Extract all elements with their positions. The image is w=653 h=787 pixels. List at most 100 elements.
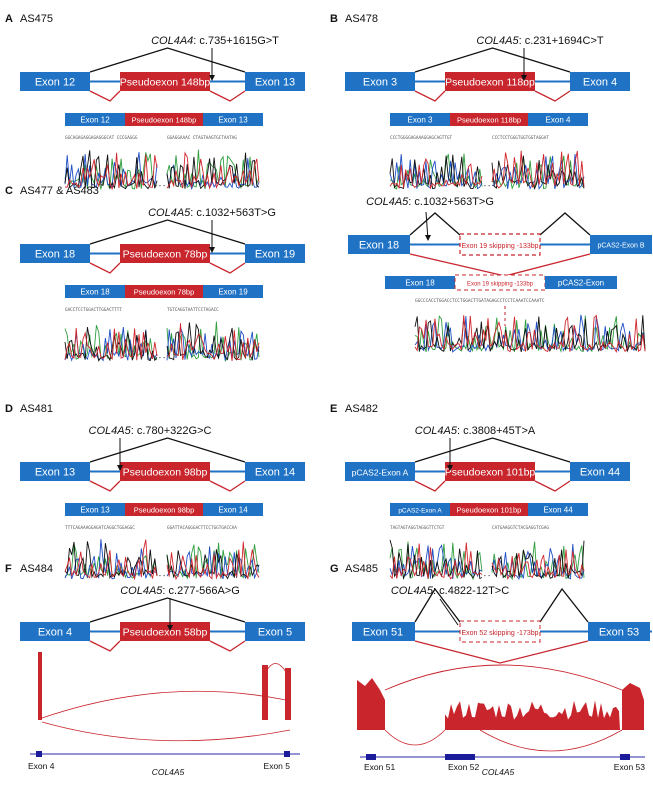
exon-left (20, 462, 90, 481)
skip-splice-line (409, 253, 591, 277)
trace-0 (389, 541, 483, 581)
sequence: GGCCCACCTGGACCTCCTGGACTTGATAGAGCCTCCTCAA… (415, 298, 545, 304)
pseudo-splice-right (209, 640, 246, 652)
cdna-pseudoexon-label: Pseudoexon 78bp (134, 288, 194, 297)
trace-2 (414, 315, 646, 353)
pseudo-splice-left (414, 90, 446, 102)
skipped-exon-box (459, 620, 541, 643)
pseudoexon (120, 622, 210, 641)
pseudoexon-label: Pseudoexon 98bp (123, 467, 208, 479)
track-label-51: Exon 51 (364, 762, 395, 772)
variant-label: COL4A5: c.780+322G>C (89, 425, 212, 437)
exon-left-label: Exon 12 (35, 77, 75, 89)
pseudo-splice-right (209, 262, 246, 274)
pseudo-splice-left (89, 90, 121, 102)
cdna-exon-right-label: Exon 19 (218, 288, 248, 297)
exon-left (20, 244, 90, 263)
cdna-exon-left (65, 503, 125, 516)
exon-right (570, 462, 630, 481)
sequence-left: GACCTCCTGGACTTGGACTTTT (65, 307, 122, 313)
sequence-left: TTTCAGAAAGGAGATCAGGCTGGAGGC (65, 525, 135, 531)
cdna-exon-left-label: pCAS2-Exon A (398, 508, 442, 515)
exon-left-label: Exon 18 (35, 249, 75, 261)
canonical-splice-line (89, 437, 246, 463)
sample-id: AS485 (345, 563, 378, 575)
pseudoexon (120, 72, 210, 91)
cdna-exon-left-label: Exon 18 (405, 279, 435, 288)
pseudoexon (445, 72, 535, 91)
panel-letter: B (330, 13, 338, 25)
variant-arrowhead (425, 235, 431, 241)
gene-name: COL4A5 (120, 585, 163, 597)
sample-id: AS481 (20, 403, 53, 415)
trace-3 (64, 152, 158, 191)
coverage-exon5 (285, 668, 291, 720)
cdna-pseudoexon-label: Pseudoexon 101bp (457, 506, 522, 515)
track-gene: COL4A5 (152, 767, 185, 777)
gene-exon-52 (445, 754, 475, 760)
variant-label: COL4A4: c.735+1615G>T (151, 35, 279, 47)
cdna-exon-right-label: Exon 13 (218, 116, 248, 125)
exon-left-label: Exon 13 (35, 467, 75, 479)
exon-53 (588, 622, 650, 641)
skip-label: Exon 52 skipping -173bp (461, 630, 538, 637)
trace-3 (64, 327, 158, 361)
cdna-exon-18 (385, 276, 455, 289)
pseudoexon-label: Pseudoexon 101bp (445, 467, 536, 479)
cdna-exon-right-label: Exon 44 (543, 506, 573, 515)
cdna-exon-right (203, 503, 263, 516)
panel-letter: G (330, 563, 339, 575)
trace-2 (64, 541, 158, 580)
cdna-pseudoexon-label: Pseudoexon 98bp (134, 506, 194, 515)
panel-letter: E (330, 403, 337, 415)
trace-3 (389, 542, 483, 580)
gene-name: COL4A5 (89, 425, 132, 437)
trace-1 (166, 326, 260, 361)
exon-left-label: Exon 3 (363, 77, 397, 89)
pseudo-splice-left (89, 262, 121, 274)
cdna-pseudoexon (125, 285, 203, 298)
trace-2 (166, 549, 260, 580)
pseudo-splice-left (414, 480, 446, 492)
exon-right-label: Exon 19 (255, 249, 295, 261)
variant-text: : c.3808+45T>A (457, 425, 536, 437)
gene-name: COL4A5 (415, 425, 458, 437)
exon-right-label: Exon 14 (255, 467, 295, 479)
gene-name: COL4A5 (366, 196, 409, 208)
variant-text: : c.231+1694C>T (519, 35, 604, 47)
exon-right (245, 72, 305, 91)
pseudo-splice-left (89, 480, 121, 492)
exon-right-label: pCAS2-Exon B (597, 243, 644, 250)
gene-exon-53 (620, 754, 630, 760)
gene-exon-4 (36, 751, 42, 757)
cdna-exon-left-label: Exon 12 (80, 116, 110, 125)
trace-3 (414, 314, 646, 354)
exon-left-label: Exon 4 (38, 627, 72, 639)
variant-arrowhead (209, 75, 215, 81)
exon-18 (348, 235, 410, 254)
track-label-right: Exon 5 (264, 761, 291, 771)
cdna-exon-left-label: Exon 18 (80, 288, 110, 297)
variant-text: : c.1032+563T>G (408, 196, 494, 208)
trace-3 (64, 539, 158, 581)
trace-3 (166, 323, 260, 361)
cdna-pseudoexon-label: Pseudoexon 118bp (457, 116, 521, 125)
cdna-exon-left (390, 503, 450, 516)
cdna-skip-box (454, 274, 546, 291)
exon-right-label: Exon 13 (255, 77, 295, 89)
junction-arc-skip (384, 664, 623, 691)
cdna-exon-right (528, 113, 588, 126)
cdna-exon-right (528, 503, 588, 516)
exon-right (245, 244, 305, 263)
sequence-right: CATGAAGGTCTACGAGGTCGAG (492, 525, 549, 531)
exon-right-label: Exon 44 (580, 467, 620, 479)
skip-label: Exon 19 skipping -133bp (461, 243, 538, 250)
exon-right (245, 622, 305, 641)
break-mark: - - (159, 355, 166, 362)
sequence-right: TGTCAGGTAATTCCTAGACC (167, 307, 219, 313)
variant-text: : c.277-566A>G (162, 585, 239, 597)
